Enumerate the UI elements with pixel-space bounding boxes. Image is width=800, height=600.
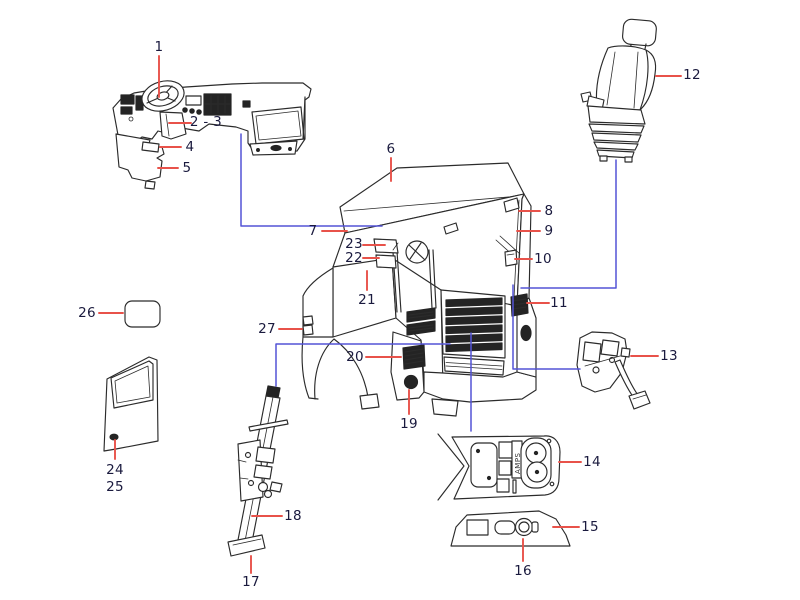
bracket-lower [375,254,397,269]
connector-lines [240,133,617,432]
column-shroud [159,111,187,140]
callout-label-1: 1 [154,39,164,55]
callout-label-6: 6 [386,141,396,157]
column-base-plate [227,534,266,557]
driver-seat [580,18,657,163]
front-bumper [423,371,537,403]
leader-lines [98,55,682,574]
front-fender [301,336,380,410]
callout-label-19: 19 [400,416,418,432]
cab-roof [339,162,525,234]
connector-dash-to-cab [240,133,383,227]
callout-label-9: 9 [544,223,554,239]
dashboard-assembly [112,80,312,190]
callout-label-10: 10 [534,251,552,267]
lower-dash-panel [141,141,160,153]
callout-label-15: 15 [581,519,599,535]
callout-label-7: 7 [308,223,318,239]
lower-grille [443,356,505,376]
callout-label-8: 8 [544,203,554,219]
mirror-glass [124,300,161,328]
callout-label-27: 27 [258,321,276,337]
callout-label-25: 25 [106,479,124,495]
callout-label-11: 11 [550,295,568,311]
side-badge [504,249,518,267]
front-grille [440,289,506,359]
cab-door [103,356,159,452]
callout-label-17: 17 [242,574,260,590]
callout-label-5: 5 [182,160,192,176]
callout-label-14: 14 [583,454,601,470]
bumper-end-right [510,293,537,378]
bumper-end-left [390,331,426,401]
callout-label-21: 21 [358,292,376,308]
connector-column-to-cab [275,343,451,387]
bracket-upper [373,238,399,254]
door-trim-panel [450,510,571,547]
window-switch [494,517,539,537]
connector-seat-to-cab [520,159,617,289]
fog-lamp-opening [403,374,419,390]
hood-louvers [406,307,436,336]
steering-column [227,385,289,557]
callout-label-23: 23 [345,236,363,252]
truck-cab [301,162,537,417]
roof-clip [503,197,520,213]
callout-label-2-3: 2 - 3 [189,114,223,130]
side-vent [510,293,529,317]
seat-suspension [588,123,645,151]
callout-label-13: 13 [660,348,678,364]
center-console-panel: AMPS [437,433,561,501]
callout-label-18: 18 [284,508,302,524]
door-lock-knob [109,433,119,441]
connector-cab-to-pedal [512,284,581,370]
knee-bolster [115,133,165,182]
callout-label-20: 20 [346,349,364,365]
callout-label-24: 24 [106,462,124,478]
steering-wheel [141,80,185,112]
callout-label-22: 22 [345,250,363,266]
bumper-vent [402,344,426,370]
callout-label-16: 16 [514,563,532,579]
pedal-assembly [576,331,651,410]
console-amps-label: AMPS [514,452,522,474]
callout-label-26: 26 [78,305,96,321]
cab-latch [302,315,314,336]
callout-label-12: 12 [683,67,701,83]
callout-label-4: 4 [185,139,195,155]
